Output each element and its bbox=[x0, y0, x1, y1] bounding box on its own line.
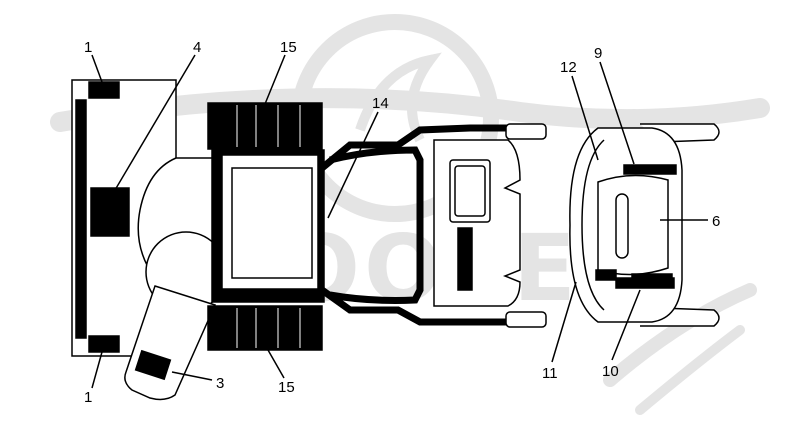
callout-labels: 1 4 15 14 12 9 6 11 10 3 15 1 bbox=[84, 39, 720, 406]
callout-4: 4 bbox=[193, 39, 201, 56]
scooter-shell-inner bbox=[581, 139, 605, 311]
callout-6: 6 bbox=[712, 213, 720, 230]
chassis-rail-bottom bbox=[319, 287, 520, 326]
callout-9: 9 bbox=[594, 45, 602, 62]
leader-12 bbox=[571, 75, 599, 161]
label-1-bottom bbox=[88, 335, 120, 353]
leader-11 bbox=[551, 281, 577, 363]
leader-3 bbox=[171, 371, 213, 381]
watermark-slash-2 bbox=[635, 325, 745, 415]
front-stripe bbox=[457, 227, 473, 291]
label-4 bbox=[90, 187, 130, 237]
callout-12: 12 bbox=[560, 59, 577, 76]
watermark-slash bbox=[603, 283, 757, 387]
watermark-flame bbox=[355, 52, 442, 143]
seat-cushion-inner bbox=[231, 167, 313, 279]
callout-1-bottom: 1 bbox=[84, 389, 92, 406]
leader-14 bbox=[327, 111, 379, 219]
leader-lines bbox=[91, 54, 708, 389]
callout-3: 3 bbox=[216, 375, 224, 392]
rear-panel-strip bbox=[75, 99, 87, 339]
front-window-inner bbox=[454, 165, 486, 217]
label-3 bbox=[134, 349, 172, 381]
leader-4 bbox=[114, 54, 196, 191]
callout-14: 14 bbox=[372, 95, 389, 112]
leader-15-bottom bbox=[267, 349, 285, 379]
right-unit bbox=[569, 123, 720, 327]
leader-15-top bbox=[264, 54, 286, 105]
leader-1-bottom bbox=[91, 351, 103, 389]
chassis-rail-top bbox=[319, 124, 520, 171]
rail-cap-bottom bbox=[505, 311, 547, 328]
callout-11: 11 bbox=[542, 365, 558, 382]
callout-1-top: 1 bbox=[84, 39, 92, 56]
dashboard bbox=[597, 174, 669, 276]
watermark-swoosh bbox=[50, 88, 770, 132]
callout-15-bottom: 15 bbox=[278, 379, 295, 396]
leader-1-top bbox=[91, 54, 103, 83]
dash-slot bbox=[615, 193, 629, 259]
tire-bottom bbox=[207, 305, 323, 351]
tire-top bbox=[207, 102, 323, 150]
watermark-logo bbox=[50, 14, 770, 415]
label-1-top bbox=[88, 81, 120, 99]
leader-10 bbox=[611, 289, 641, 361]
callout-10: 10 bbox=[602, 363, 619, 380]
left-unit bbox=[71, 79, 547, 401]
leader-9 bbox=[599, 61, 635, 165]
label-10b bbox=[631, 273, 673, 280]
callout-15-top: 15 bbox=[280, 39, 297, 56]
label-11 bbox=[595, 269, 617, 281]
rail-cap-top bbox=[505, 123, 547, 140]
label-9 bbox=[623, 164, 677, 175]
